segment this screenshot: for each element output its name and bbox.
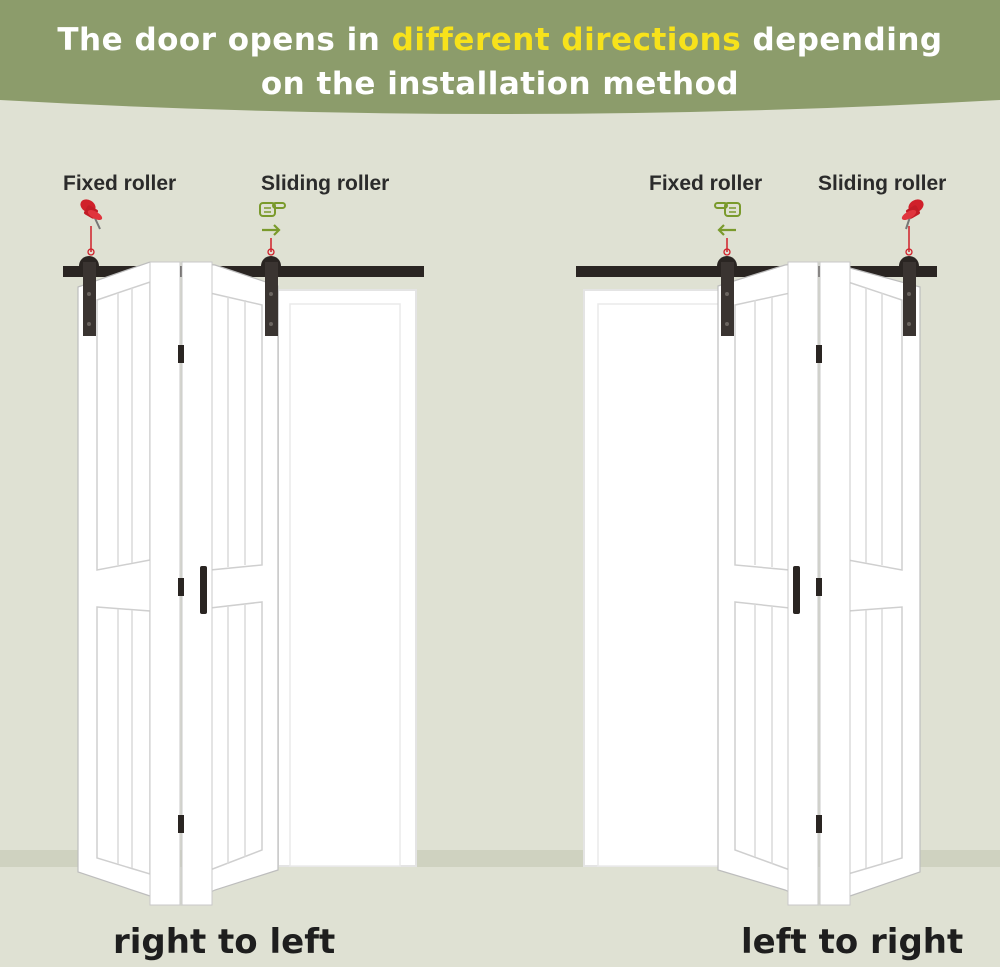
left-fixed-roller-hardware: [79, 226, 99, 336]
right-door-panel-2: [819, 261, 921, 906]
right-hinges: [816, 345, 822, 833]
title-part-2: depending: [752, 22, 943, 58]
left-door-opening: [277, 289, 417, 867]
left-track-rail: [63, 266, 424, 277]
right-sliding-roller-hardware: [899, 226, 919, 336]
left-sliding-roller-hardware: [261, 238, 281, 336]
right-fixed-roller-hardware: [717, 238, 737, 336]
left-door-panel-1: [77, 261, 181, 906]
left-sliding-roller-label: Sliding roller: [261, 172, 390, 195]
title-line-1: The door opens in different directions d…: [0, 18, 1000, 62]
push-pin-icon: [901, 199, 924, 230]
right-caption: left to right: [741, 922, 964, 962]
title-line-2: on the installation method: [260, 66, 740, 102]
right-fixed-roller-label: Fixed roller: [649, 172, 763, 195]
left-door-panel-2: [181, 261, 279, 906]
left-hinges: [178, 345, 184, 833]
left-door-handle: [200, 566, 207, 614]
header-banner: [0, 0, 1000, 114]
left-fixed-roller-label: Fixed roller: [63, 172, 177, 195]
pointing-hand-icon: [714, 202, 741, 217]
push-pin-icon: [80, 199, 103, 230]
title-part-1: The door opens in: [57, 22, 381, 58]
pointing-hand-icon: [259, 202, 286, 217]
right-door-panel-1: [717, 261, 819, 906]
left-caption: right to left: [113, 922, 336, 962]
right-sliding-roller-label: Sliding roller: [818, 172, 947, 195]
right-door-handle: [793, 566, 800, 614]
right-door-opening: [583, 289, 723, 867]
page-title: The door opens in different directions d…: [0, 18, 1000, 106]
right-track-rail: [576, 266, 937, 277]
arrow-left-icon: [717, 224, 736, 236]
title-highlight: different directions: [391, 22, 742, 58]
arrow-right-icon: [262, 224, 281, 236]
